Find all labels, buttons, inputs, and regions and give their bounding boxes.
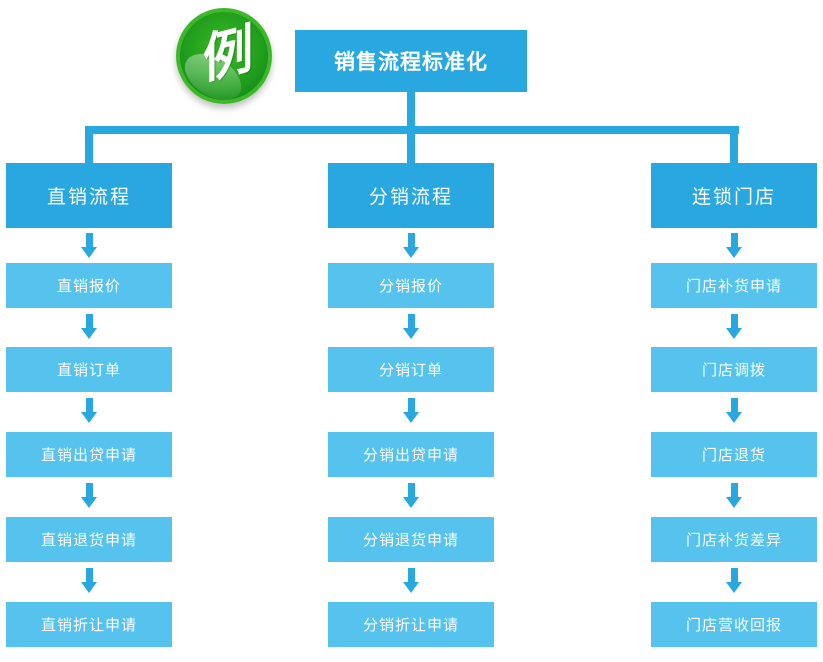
arrow-head bbox=[403, 412, 419, 423]
arrow-head bbox=[81, 497, 97, 508]
arrow-stem bbox=[85, 483, 93, 497]
arrow-stem bbox=[407, 233, 415, 247]
arrow-stem bbox=[407, 398, 415, 412]
node-direct-quotation: 直销报价 bbox=[6, 263, 172, 308]
node-distribution-discount-request: 分销折让申请 bbox=[328, 602, 494, 647]
arrow-stem bbox=[85, 568, 93, 582]
node-distribution-shipment-request: 分销出贷申请 bbox=[328, 432, 494, 477]
arrow-head bbox=[81, 412, 97, 423]
arrow-stem bbox=[730, 483, 738, 497]
arrow-down-icon bbox=[403, 233, 419, 258]
node-store-replenishment-request: 门店补货申请 bbox=[651, 263, 817, 308]
example-badge-label: 例 bbox=[191, 21, 257, 91]
arrow-stem bbox=[85, 314, 93, 328]
arrow-stem bbox=[85, 233, 93, 247]
arrow-head bbox=[726, 412, 742, 423]
arrow-stem bbox=[85, 398, 93, 412]
node-distribution-quotation: 分销报价 bbox=[328, 263, 494, 308]
arrow-stem bbox=[730, 568, 738, 582]
arrow-down-icon bbox=[726, 568, 742, 593]
arrow-down-icon bbox=[726, 233, 742, 258]
arrow-head bbox=[81, 247, 97, 258]
arrow-down-icon bbox=[81, 233, 97, 258]
node-store-transfer: 门店调拨 bbox=[651, 347, 817, 392]
node-store-return: 门店退货 bbox=[651, 432, 817, 477]
arrow-stem bbox=[407, 314, 415, 328]
arrow-down-icon bbox=[81, 398, 97, 423]
arrow-head bbox=[81, 582, 97, 593]
connector-drop-middle bbox=[407, 126, 415, 163]
example-badge: 例 bbox=[176, 8, 272, 104]
arrow-head bbox=[403, 328, 419, 339]
node-distribution-order: 分销订单 bbox=[328, 347, 494, 392]
connector-root-stem bbox=[407, 92, 415, 126]
arrow-down-icon bbox=[81, 568, 97, 593]
arrow-down-icon bbox=[403, 568, 419, 593]
arrow-head bbox=[726, 328, 742, 339]
arrow-stem bbox=[730, 233, 738, 247]
connector-drop-left bbox=[85, 126, 93, 163]
node-direct-discount-request: 直销折让申请 bbox=[6, 602, 172, 647]
arrow-down-icon bbox=[81, 483, 97, 508]
arrow-down-icon bbox=[726, 398, 742, 423]
arrow-stem bbox=[730, 398, 738, 412]
arrow-head bbox=[726, 497, 742, 508]
arrow-head bbox=[81, 328, 97, 339]
connector-drop-right bbox=[730, 126, 738, 163]
node-distribution-header: 分销流程 bbox=[328, 163, 494, 228]
node-direct-order: 直销订单 bbox=[6, 347, 172, 392]
arrow-down-icon bbox=[726, 483, 742, 508]
root-node-sales-process-standardization: 销售流程标准化 bbox=[295, 30, 527, 92]
arrow-down-icon bbox=[403, 483, 419, 508]
node-direct-shipment-request: 直销出贷申请 bbox=[6, 432, 172, 477]
arrow-head bbox=[726, 582, 742, 593]
arrow-stem bbox=[407, 483, 415, 497]
arrow-down-icon bbox=[726, 314, 742, 339]
arrow-head bbox=[403, 247, 419, 258]
node-store-replenishment-difference: 门店补货差异 bbox=[651, 517, 817, 562]
arrow-down-icon bbox=[403, 314, 419, 339]
node-store-revenue-report: 门店营收回报 bbox=[651, 602, 817, 647]
node-direct-sales-header: 直销流程 bbox=[6, 163, 172, 228]
arrow-down-icon bbox=[81, 314, 97, 339]
node-distribution-return-request: 分销退货申请 bbox=[328, 517, 494, 562]
arrow-head bbox=[726, 247, 742, 258]
arrow-head bbox=[403, 497, 419, 508]
arrow-head bbox=[403, 582, 419, 593]
arrow-stem bbox=[730, 314, 738, 328]
node-direct-return-request: 直销退货申请 bbox=[6, 517, 172, 562]
arrow-down-icon bbox=[403, 398, 419, 423]
arrow-stem bbox=[407, 568, 415, 582]
node-chain-stores-header: 连锁门店 bbox=[651, 163, 817, 228]
